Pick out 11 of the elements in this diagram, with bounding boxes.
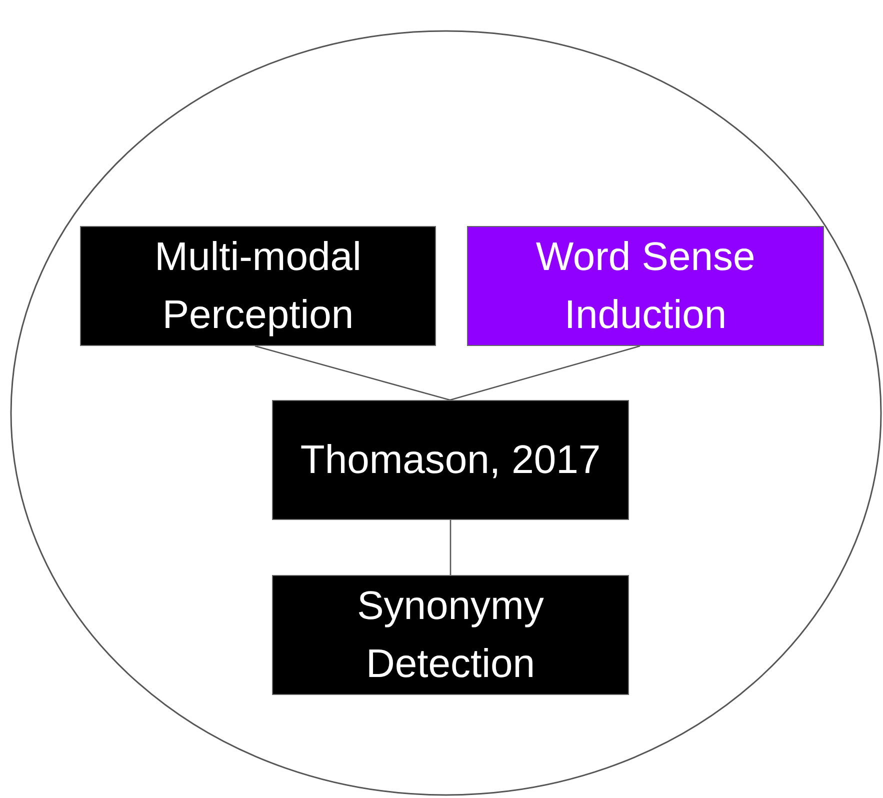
topic-box bbox=[272, 400, 629, 520]
box-label: Thomason, 2017 bbox=[300, 437, 601, 484]
connector-line bbox=[450, 520, 452, 575]
connector-line bbox=[450, 345, 640, 401]
box-label: Synonymy Detection bbox=[356, 583, 545, 688]
box-label: Word Sense Induction bbox=[534, 234, 756, 339]
connector-line bbox=[254, 345, 450, 401]
topic-box bbox=[467, 226, 824, 346]
topic-box bbox=[80, 226, 436, 346]
box-label: Multi-modal Perception bbox=[154, 234, 362, 339]
topic-box bbox=[272, 575, 629, 695]
